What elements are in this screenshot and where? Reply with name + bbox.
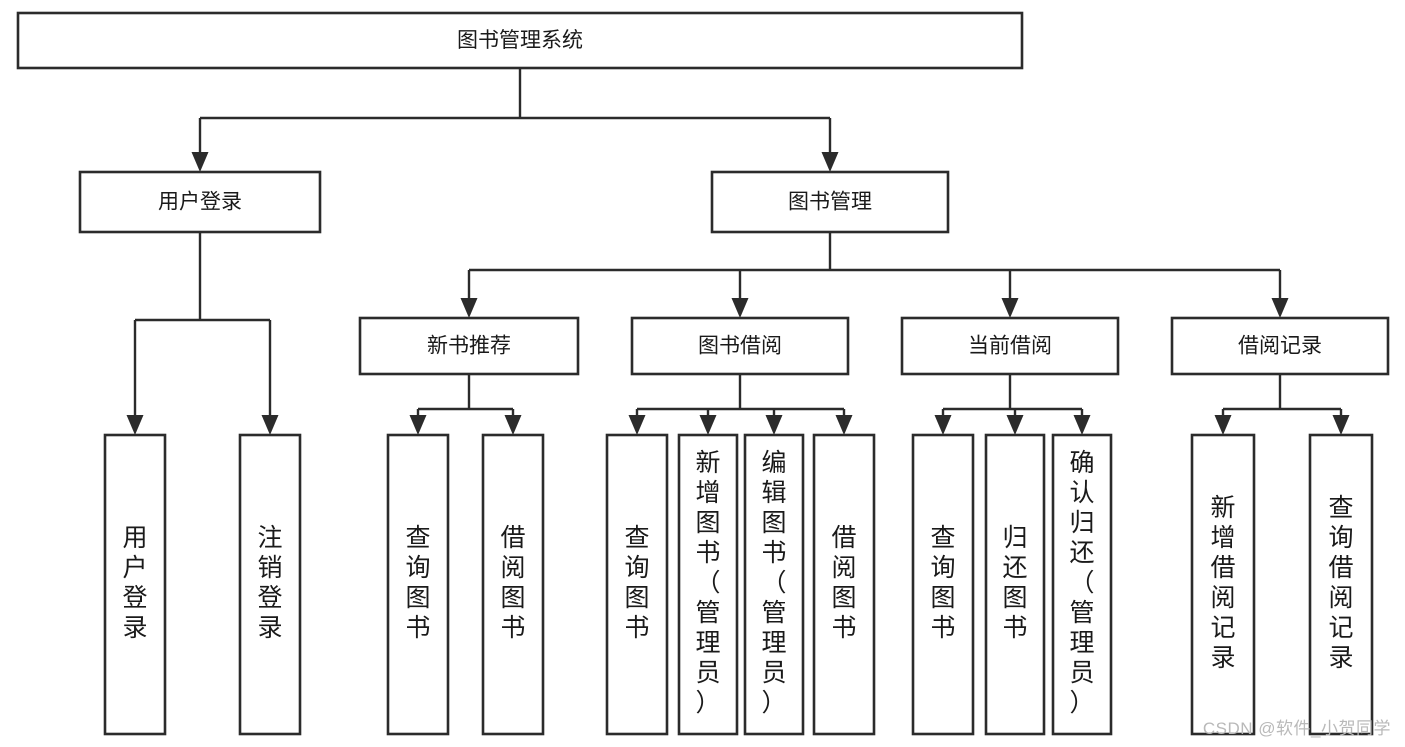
node-leaf-edit-book[interactable]: 编辑图书（管理员）	[743, 433, 805, 736]
connector-edges	[126, 68, 1350, 435]
node-book-management[interactable]: 图书管理	[710, 170, 950, 234]
node-leaf-user-login-label: 用户登录	[122, 524, 147, 642]
node-leaf-borrow-book-rec-label: 借阅图书	[500, 524, 525, 642]
node-book-management-label: 图书管理	[788, 191, 872, 214]
node-leaf-query-book-rec-rect	[386, 433, 450, 736]
node-leaf-edit-book-label: 编辑图书（管理员）	[761, 449, 786, 717]
edge-arrowhead	[460, 298, 478, 318]
node-book-borrow-label: 图书借阅	[698, 335, 782, 358]
node-leaf-query-book-borrow-label: 查询图书	[624, 524, 649, 642]
edge-arrowhead	[1006, 415, 1024, 435]
node-leaf-borrow-book[interactable]: 借阅图书	[812, 433, 876, 736]
node-user-login-rect	[78, 170, 322, 234]
node-leaf-query-record[interactable]: 查询借阅记录	[1308, 433, 1374, 736]
node-leaf-query-record-rect	[1308, 433, 1374, 736]
node-leaf-add-book-label: 新增图书（管理员）	[695, 449, 720, 717]
node-leaf-confirm-return-label: 确认归还（管理员）	[1069, 449, 1094, 717]
edge-arrowhead	[191, 152, 209, 172]
node-leaf-query-book-borrow-rect	[605, 433, 669, 736]
edge-arrowhead	[1214, 415, 1232, 435]
node-current-borrow-label: 当前借阅	[968, 335, 1052, 358]
node-leaf-query-book-cur-label: 查询图书	[930, 524, 955, 642]
node-leaf-logout-label: 注销登录	[257, 524, 282, 642]
edge-arrowhead	[765, 415, 783, 435]
node-new-book-recommend-label: 新书推荐	[427, 335, 511, 358]
node-leaf-borrow-book-rec-rect	[481, 433, 545, 736]
node-current-borrow-rect	[900, 316, 1120, 376]
edge-arrowhead	[699, 415, 717, 435]
edge-arrowhead	[126, 415, 144, 435]
node-leaf-user-login[interactable]: 用户登录	[103, 433, 167, 736]
edge-arrowhead	[835, 415, 853, 435]
edge-arrowhead	[1332, 415, 1350, 435]
node-leaf-add-book[interactable]: 新增图书（管理员）	[677, 433, 739, 736]
node-new-book-recommend[interactable]: 新书推荐	[358, 316, 580, 376]
node-leaf-query-record-label: 查询借阅记录	[1328, 494, 1353, 672]
edge-arrowhead	[261, 415, 279, 435]
node-leaf-add-book-rect	[677, 433, 739, 736]
node-root[interactable]: 图书管理系统	[16, 11, 1024, 70]
node-leaf-borrow-book-rect	[812, 433, 876, 736]
node-leaf-add-record-label: 新增借阅记录	[1210, 494, 1235, 672]
node-leaf-logout-rect	[238, 433, 302, 736]
node-book-borrow-rect	[630, 316, 850, 376]
edge-arrowhead	[409, 415, 427, 435]
node-leaf-borrow-book-label: 借阅图书	[831, 524, 856, 642]
node-boxes: 图书管理系统用户登录图书管理新书推荐图书借阅当前借阅借阅记录用户登录注销登录查询…	[16, 11, 1390, 736]
edge-arrowhead	[628, 415, 646, 435]
node-book-management-rect	[710, 170, 950, 234]
node-current-borrow[interactable]: 当前借阅	[900, 316, 1120, 376]
node-new-book-recommend-rect	[358, 316, 580, 376]
node-leaf-query-book-borrow[interactable]: 查询图书	[605, 433, 669, 736]
node-leaf-confirm-return[interactable]: 确认归还（管理员）	[1051, 433, 1113, 736]
edge-arrowhead	[934, 415, 952, 435]
node-user-login[interactable]: 用户登录	[78, 170, 322, 234]
node-leaf-query-book-rec-label: 查询图书	[405, 524, 430, 642]
node-leaf-query-book-cur-rect	[911, 433, 975, 736]
edge-arrowhead	[1073, 415, 1091, 435]
node-borrow-record-label: 借阅记录	[1238, 335, 1322, 358]
edge-arrowhead	[1271, 298, 1289, 318]
node-leaf-return-book-label: 归还图书	[1002, 524, 1027, 642]
edge-arrowhead	[731, 298, 749, 318]
node-root-label: 图书管理系统	[457, 29, 583, 52]
node-borrow-record[interactable]: 借阅记录	[1170, 316, 1390, 376]
edge-arrowhead	[821, 152, 839, 172]
node-root-rect	[16, 11, 1024, 70]
csdn-watermark: CSDN @软件_小贺同学	[1202, 719, 1391, 738]
node-leaf-add-record-rect	[1190, 433, 1256, 736]
node-leaf-return-book[interactable]: 归还图书	[984, 433, 1046, 736]
node-leaf-edit-book-rect	[743, 433, 805, 736]
node-leaf-borrow-book-rec[interactable]: 借阅图书	[481, 433, 545, 736]
edge-arrowhead	[504, 415, 522, 435]
node-leaf-query-book-rec[interactable]: 查询图书	[386, 433, 450, 736]
node-leaf-logout[interactable]: 注销登录	[238, 433, 302, 736]
node-leaf-add-record[interactable]: 新增借阅记录	[1190, 433, 1256, 736]
node-leaf-user-login-rect	[103, 433, 167, 736]
node-leaf-return-book-rect	[984, 433, 1046, 736]
edge-arrowhead	[1001, 298, 1019, 318]
node-leaf-confirm-return-rect	[1051, 433, 1113, 736]
node-book-borrow[interactable]: 图书借阅	[630, 316, 850, 376]
node-user-login-label: 用户登录	[158, 191, 242, 214]
node-leaf-query-book-cur[interactable]: 查询图书	[911, 433, 975, 736]
node-borrow-record-rect	[1170, 316, 1390, 376]
